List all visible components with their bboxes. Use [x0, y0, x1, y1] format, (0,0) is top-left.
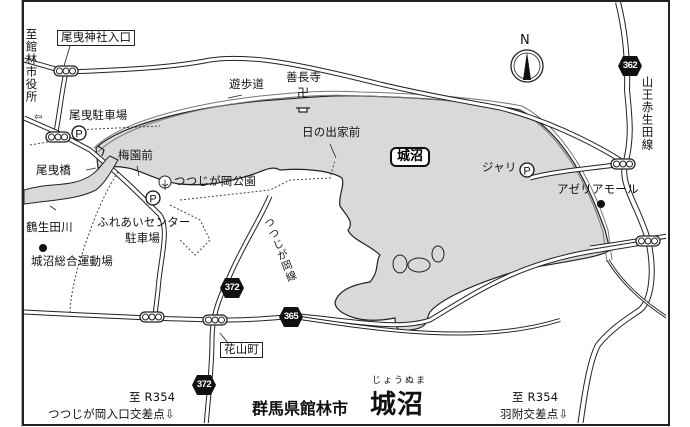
fureai-parking-label: 駐車場: [125, 231, 161, 245]
route-372-label: 372: [224, 282, 240, 293]
pier-icon: [296, 107, 310, 113]
traffic-light-icon: [202, 314, 228, 326]
parking-icon: P: [71, 125, 87, 141]
right-direction-dest: 羽附交差点⇩: [500, 407, 569, 421]
parking-icon: P: [519, 162, 535, 178]
traffic-light-icon: [610, 158, 636, 170]
sanno-akoda-line-label: 山王赤生田線: [640, 76, 655, 151]
tsurugoda-river: [24, 155, 119, 205]
obiki-parking-label: 尾曳駐車場: [69, 108, 128, 122]
baien-mae-label: 梅園前: [118, 148, 154, 162]
left-margin: [0, 0, 22, 427]
obiki-bridge-label: 尾曳橋: [36, 163, 72, 177]
promenade-label: 遊歩道: [229, 77, 265, 91]
pier-icon: [97, 145, 105, 157]
azalea-mall-label: アゼリアモール: [557, 182, 639, 196]
azalea-mall-marker-icon: [597, 200, 605, 208]
compass-north-label: N: [520, 33, 530, 48]
zenchoji-label: 善長寺: [286, 70, 322, 84]
fureai-center-label: ふれあいセンター: [97, 215, 191, 229]
map-title-place: 城沼: [370, 390, 425, 420]
park-tree-icon: [158, 175, 172, 190]
temple-symbol-icon: 卍: [297, 86, 310, 100]
north-arrow-icon: [510, 49, 544, 83]
left-arrow-icon: ⇦: [34, 112, 43, 123]
parking-icon: P: [145, 190, 161, 206]
jari-label: ジャリ: [482, 160, 517, 174]
tsurugoda-river-label: 鶴生田川: [26, 220, 73, 234]
sports-park-marker-icon: [39, 244, 47, 252]
route-372-shield-icon: [192, 375, 216, 395]
left-direction-to: 至 R354: [129, 390, 176, 404]
map-title-city: 群馬県館林市: [252, 399, 349, 418]
traffic-light-icon: [139, 311, 165, 323]
traffic-light-icon: [45, 131, 71, 143]
route-365-label: 365: [283, 311, 299, 322]
hanayamacho-label: 花山町: [220, 342, 264, 358]
route-372-label-south: 372: [196, 379, 212, 390]
right-direction-to: 至 R354: [512, 390, 559, 404]
route-365-shield-icon: [279, 307, 303, 327]
svg-text:P: P: [75, 129, 82, 141]
lake-name-label: 城沼: [390, 147, 431, 168]
traffic-light-icon: [53, 65, 79, 77]
route-372-shield-icon: [220, 278, 244, 298]
svg-text:P: P: [523, 166, 530, 178]
svg-text:P: P: [149, 194, 156, 206]
promenade-path: [93, 90, 613, 261]
traffic-light-icon: [635, 235, 661, 247]
hinode-ya-mae-label: 日の出家前: [302, 125, 361, 139]
lake-island: [392, 254, 408, 274]
lake-island: [431, 245, 445, 263]
tsutsujigaoka-park-label: つつじが岡公園: [174, 174, 256, 188]
route-362-label: 362: [622, 60, 638, 71]
lake-island: [407, 257, 431, 273]
obiki-shrine-entrance-label: 尾曳神社入口: [57, 30, 136, 46]
sports-park-label: 城沼総合運動場: [31, 254, 113, 268]
left-direction-dest: つつじが岡入口交差点⇩: [48, 407, 175, 421]
map-title-reading: じょうぬま: [372, 376, 428, 386]
to-city-hall-label: 至館林市役所: [24, 28, 39, 103]
route-362-shield-icon: [618, 56, 642, 76]
